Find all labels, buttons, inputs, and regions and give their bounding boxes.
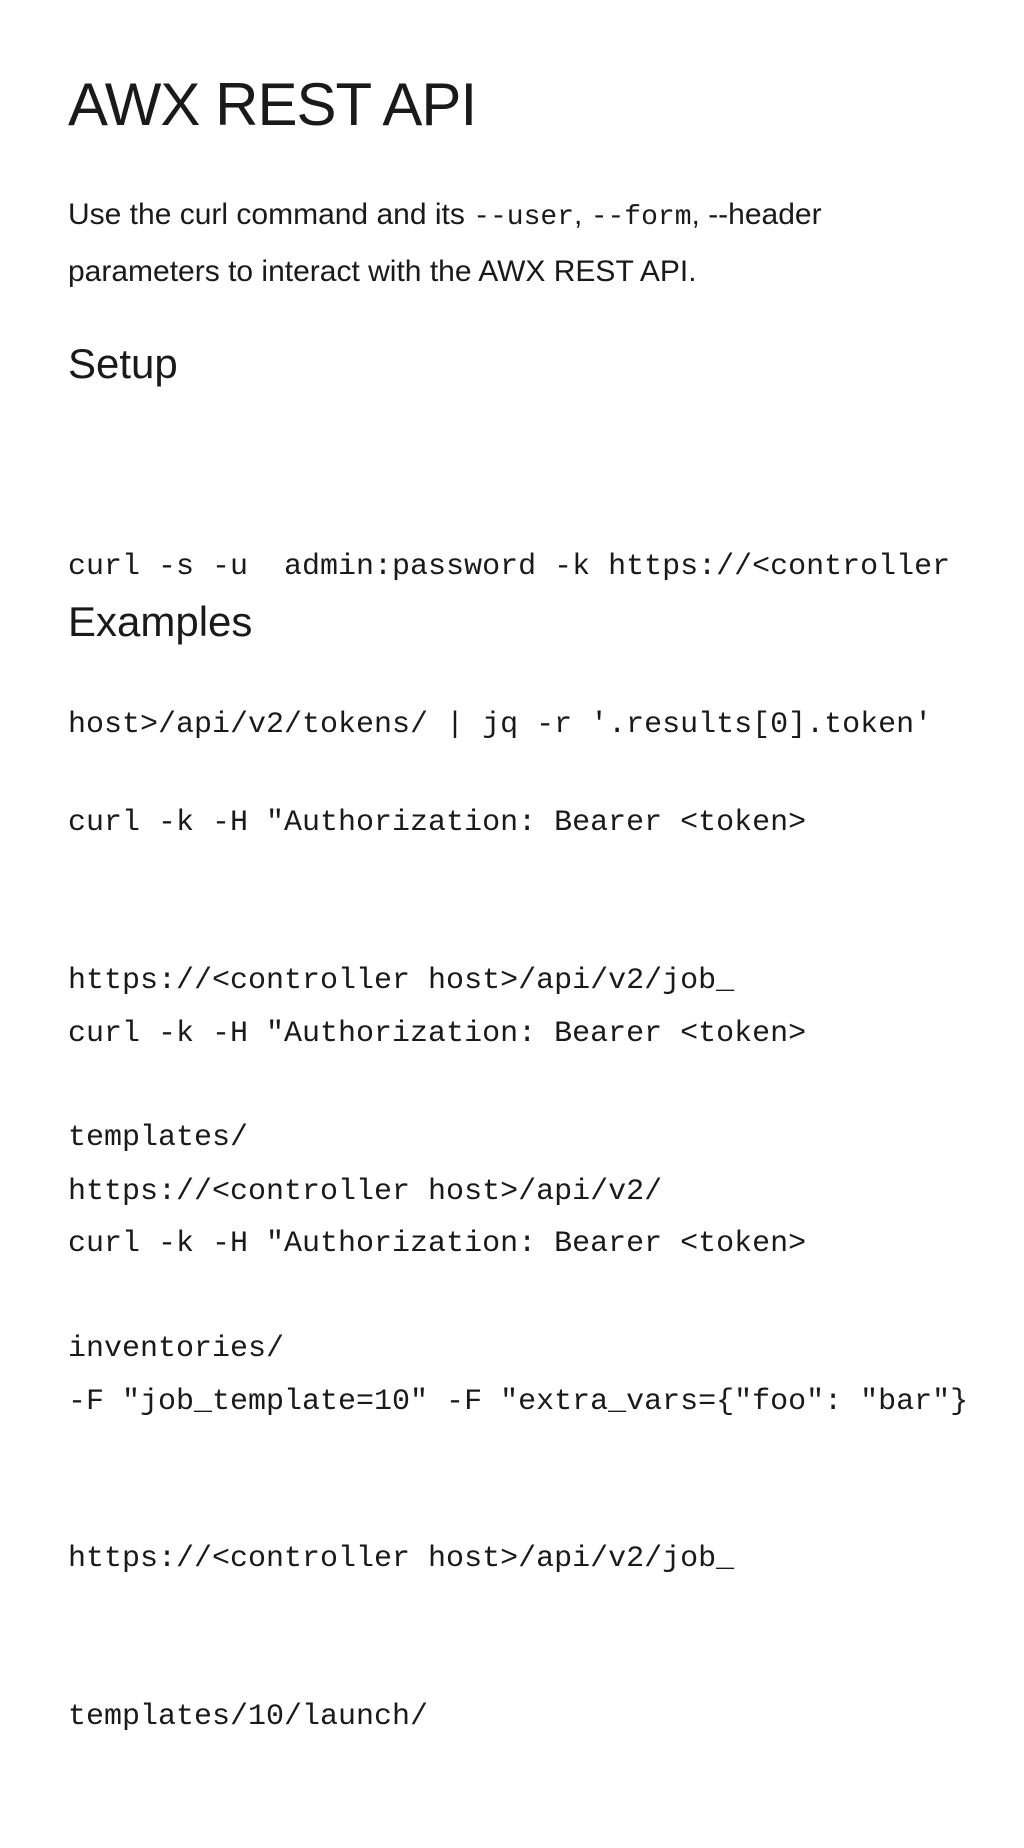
intro-separator: ,	[574, 198, 591, 231]
code-line: templates/10/launch/	[68, 1699, 429, 1734]
code-line: inventories/	[68, 1332, 285, 1366]
option-header: --header	[708, 198, 822, 231]
code-line: https://<controller host>/api/v2/job_	[68, 963, 735, 998]
code-line: https://<controller host>/api/v2/job_	[68, 1542, 735, 1576]
option-form: --form	[590, 202, 692, 233]
intro-text-start: Use the curl command and its	[68, 198, 474, 231]
intro-paragraph: Use the curl command and its --user, --f…	[68, 188, 968, 299]
setup-code-block: curl -s -u admin:password -k https://<co…	[68, 436, 950, 856]
code-line: curl -k -H "Authorization: Bearer <token…	[68, 1227, 807, 1261]
example-code-block-launch: curl -k -H "Authorization: Bearer <token…	[68, 1113, 968, 1848]
code-line: https://<controller host>/api/v2/	[68, 1174, 663, 1209]
intro-text-end: parameters to interact with the AWX REST…	[68, 255, 697, 288]
code-line: templates/	[68, 1121, 249, 1155]
examples-heading: Examples	[68, 598, 253, 645]
setup-heading: Setup	[68, 340, 178, 387]
example-code-block-inventories: curl -k -H "Authorization: Bearer <token…	[68, 903, 806, 1481]
example-code-block-job-templates: curl -k -H "Authorization: Bearer <token…	[68, 692, 806, 1270]
code-line: curl -k -H "Authorization: Bearer <token…	[68, 806, 807, 840]
code-line: curl -k -H "Authorization: Bearer <token…	[68, 1017, 807, 1051]
code-line: curl -s -u admin:password -k https://<co…	[68, 550, 951, 584]
code-line: host>/api/v2/tokens/ | jq -r '.results[0…	[68, 707, 933, 742]
page-title: AWX REST API	[68, 71, 477, 138]
option-user: --user	[473, 202, 575, 233]
code-line: -F "job_template=10" -F "extra_vars={"fo…	[68, 1384, 969, 1419]
intro-separator: ,	[691, 198, 709, 231]
